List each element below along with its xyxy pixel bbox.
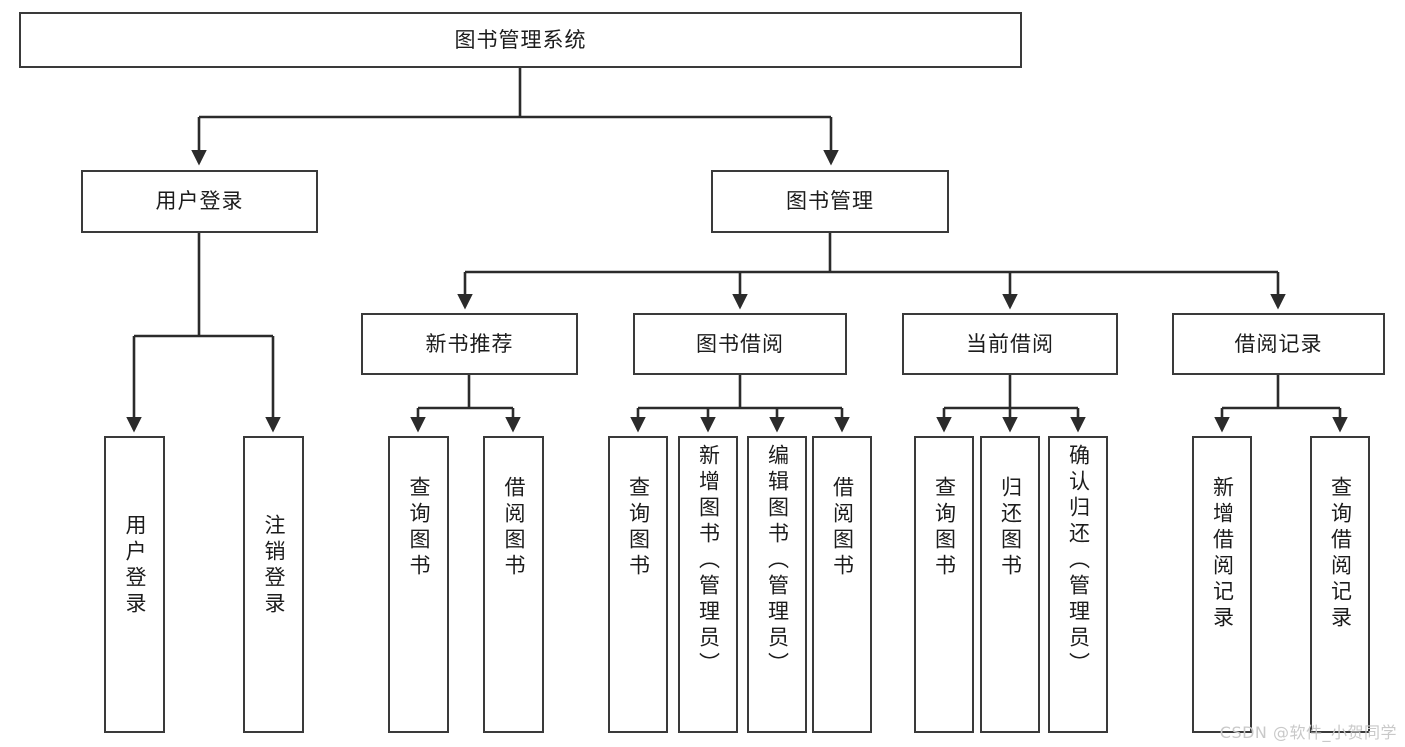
leaf-label: 新增图书（管理员）: [696, 444, 721, 678]
leaf-user-login-logout[interactable]: 注销登录: [243, 436, 304, 733]
leaf-label: 编辑图书（管理员）: [765, 444, 790, 678]
node-book-borrow[interactable]: 图书借阅: [633, 313, 847, 375]
leaf-current-confirm-return[interactable]: 确认归还（管理员）: [1048, 436, 1108, 733]
watermark-text: CSDN @软件_小贺同学: [1219, 723, 1397, 742]
node-new-book-recommend[interactable]: 新书推荐: [361, 313, 578, 375]
leaf-borrow-add-book[interactable]: 新增图书（管理员）: [678, 436, 738, 733]
leaf-label: 新增借阅记录: [1210, 476, 1235, 632]
leaf-borrow-edit-book[interactable]: 编辑图书（管理员）: [747, 436, 807, 733]
node-current-borrow[interactable]: 当前借阅: [902, 313, 1118, 375]
node-user-login[interactable]: 用户登录: [81, 170, 318, 233]
leaf-new-book-borrow[interactable]: 借阅图书: [483, 436, 544, 733]
leaf-label: 用户登录: [123, 514, 147, 618]
leaf-label: 借阅图书: [502, 476, 526, 580]
node-root[interactable]: 图书管理系统: [19, 12, 1022, 68]
node-root-label: 图书管理系统: [454, 27, 587, 52]
node-book-management-label: 图书管理: [786, 189, 874, 214]
leaf-label: 查询图书: [407, 476, 431, 580]
leaf-label: 查询图书: [932, 476, 957, 580]
leaf-label: 确认归还（管理员）: [1066, 444, 1091, 678]
leaf-new-book-query[interactable]: 查询图书: [388, 436, 449, 733]
node-borrow-records[interactable]: 借阅记录: [1172, 313, 1385, 375]
leaf-label: 归还图书: [998, 476, 1023, 580]
node-current-borrow-label: 当前借阅: [966, 331, 1054, 356]
leaf-borrow-borrow-book[interactable]: 借阅图书: [812, 436, 872, 733]
leaf-label: 借阅图书: [830, 476, 855, 580]
node-borrow-records-label: 借阅记录: [1234, 331, 1323, 356]
leaf-current-query-book[interactable]: 查询图书: [914, 436, 974, 733]
leaf-label: 查询图书: [626, 476, 651, 580]
node-book-borrow-label: 图书借阅: [696, 331, 784, 356]
leaf-label: 注销登录: [262, 514, 286, 618]
leaf-record-add-record[interactable]: 新增借阅记录: [1192, 436, 1252, 733]
leaf-record-query-record[interactable]: 查询借阅记录: [1310, 436, 1370, 733]
leaf-user-login-login[interactable]: 用户登录: [104, 436, 165, 733]
leaf-current-return-book[interactable]: 归还图书: [980, 436, 1040, 733]
node-user-login-label: 用户登录: [155, 189, 244, 214]
node-book-management[interactable]: 图书管理: [711, 170, 949, 233]
leaf-label: 查询借阅记录: [1328, 476, 1353, 632]
leaf-borrow-query-book[interactable]: 查询图书: [608, 436, 668, 733]
node-new-book-recommend-label: 新书推荐: [425, 331, 514, 356]
